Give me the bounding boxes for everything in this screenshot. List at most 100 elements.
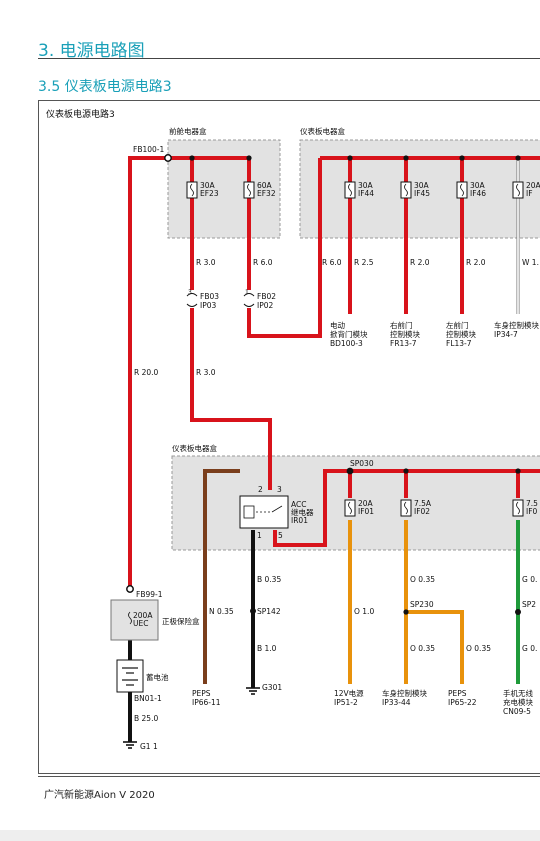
label-diagram-connectors-fb99: FB99-1: [136, 590, 163, 599]
label-diagram-pins-p1a: 1: [245, 289, 249, 296]
label-diagram-loads-4-l1: PEPS: [192, 689, 211, 698]
label-diagram-loads-0-l2: 掀背门模块: [330, 329, 368, 339]
label-diagram-fuses-1-amp: 60A: [257, 181, 273, 190]
bottom-bar: [0, 830, 540, 841]
label-diagram-loads-0-l1: 电动: [330, 320, 345, 330]
label-diagram-wires-r30b: R 3.0: [196, 368, 216, 377]
label-diagram-pins-p5: 5: [278, 531, 283, 540]
label-diagram-wires-r60b: R 6.0: [322, 258, 342, 267]
label-diagram-loads-2-l2: 控制模块: [446, 329, 476, 339]
label-diagram-wires-o035c: O 0.35: [466, 644, 491, 653]
label-diagram-loads-5-l1: 12V电源: [334, 688, 364, 698]
label-diagram-wires-o035a: O 0.35: [410, 575, 435, 584]
label-diagram-wires-r30a: R 3.0: [196, 258, 216, 267]
label-diagram-wires-w15: W 1.: [522, 258, 539, 267]
label-diagram-connectors-ip02: IP02: [257, 301, 274, 310]
label-diagram-fuses-4-id: IF46: [470, 189, 486, 198]
label-diagram-loads-4-l2: IP66-11: [192, 698, 221, 707]
label-diagram-loads-7-l1: PEPS: [448, 689, 467, 698]
header-rule: [38, 58, 540, 59]
label-diagram-fuses-1-id: EF32: [257, 189, 276, 198]
label-diagram-relay-l2: 继电器: [291, 507, 314, 517]
label-diagram-connectors-sp230: SP230: [410, 600, 434, 609]
diagram-frame: [38, 100, 540, 774]
label-diagram-uec-label: 正极保险盒: [162, 616, 200, 626]
label-diagram-wires-r60a: R 6.0: [253, 258, 273, 267]
label-diagram-wires-g0a: G 0.: [522, 575, 537, 584]
label-diagram-connectors-sp030: SP030: [350, 459, 374, 468]
front-box-label: 前舱电器盒: [169, 126, 207, 136]
label-diagram-pins-p2: 2: [258, 485, 263, 494]
brown-wire: [203, 469, 240, 684]
label-diagram-loads-6-l1: 车身控制模块: [382, 688, 427, 698]
label-diagram-relay-l3: IR01: [291, 516, 308, 525]
label-diagram-fuses-0-amp: 30A: [200, 181, 216, 190]
label-diagram-connectors-fb100: FB100-1: [133, 145, 164, 154]
label-diagram-loads-1-l1: 右前门: [390, 320, 413, 330]
uec-box: [110, 599, 159, 641]
section-title: 3. 电源电路图: [38, 41, 145, 61]
label-diagram-wires-o035b: O 0.35: [410, 644, 435, 653]
label-diagram-wires-r20a: R 2.0: [410, 258, 430, 267]
diagram-title: 仪表板电源电路3: [46, 108, 115, 120]
label-diagram-uec-name: UEC: [133, 619, 148, 628]
label-diagram-fuses-4-amp: 30A: [470, 181, 486, 190]
label-diagram-relay-l1: ACC: [291, 500, 306, 509]
label-diagram-loads-5-l2: IP51-2: [334, 698, 358, 707]
label-diagram-loads-0-l3: BD100-3: [330, 339, 363, 348]
label-diagram-fuses-5-id: IF: [526, 189, 533, 198]
label-diagram-connectors-ip03: IP03: [200, 301, 217, 310]
splice-sp2x: [515, 609, 521, 615]
label-diagram-fuses-5-amp: 20A: [526, 181, 540, 190]
label-diagram-fuses-7-amp: 7.5A: [414, 499, 432, 508]
label-diagram-connectors-g301: G301: [262, 683, 282, 692]
label-diagram-wires-r20: R 20.0: [134, 368, 159, 377]
orange-wires: [348, 520, 464, 684]
footer-text: 广汽新能源Aion V 2020: [44, 790, 155, 801]
label-diagram-wires-b10: B 1.0: [257, 644, 277, 653]
label-diagram-uec-amp: 200A: [133, 611, 153, 620]
label-diagram-loads-1-l2: 控制模块: [390, 329, 420, 339]
label-diagram-battery: 蓄电池: [146, 672, 169, 682]
label-diagram-loads-3-l1: 车身控制模块: [494, 320, 539, 330]
label-diagram-loads-8-l2: 充电模块: [503, 697, 533, 707]
label-diagram-connectors-g1: G1 1: [140, 742, 158, 751]
label-diagram-connectors-sp142: SP142: [257, 607, 281, 616]
label-diagram-fuses-3-id: IF45: [414, 189, 430, 198]
connector-fb99: [126, 585, 134, 593]
label-diagram-fuses-6-amp: 20A: [358, 499, 374, 508]
battery-icon: [116, 659, 144, 693]
label-diagram-fuses-0-id: EF23: [200, 189, 219, 198]
label-diagram-fuses-8-id: IF0: [526, 507, 538, 516]
label-diagram-wires-r25: R 2.5: [354, 258, 374, 267]
label-diagram-pins-p3a: 3: [188, 289, 192, 296]
ip-top-box-label: 仪表板电器盒: [300, 126, 345, 136]
subsection-title: 3.5 仪表板电源电路3: [38, 79, 172, 95]
footer-rule: [38, 776, 540, 777]
label-diagram-loads-8-l3: CN09-5: [503, 707, 531, 716]
connector-fb100: [164, 154, 172, 162]
label-diagram-wires-r20b: R 2.0: [466, 258, 486, 267]
label-diagram-wires-n035: N 0.35: [209, 607, 234, 616]
label-diagram-loads-7-l2: IP65-22: [448, 698, 477, 707]
label-diagram-connectors-bn01: BN01-1: [134, 694, 162, 703]
label-diagram-fuses-2-id: IF44: [358, 189, 374, 198]
label-diagram-pins-p3b: 3: [277, 485, 282, 494]
label-diagram-loads-2-l3: FL13-7: [446, 339, 472, 348]
label-diagram-fuses-8-amp: 7.5: [526, 499, 538, 508]
ground-icons: [123, 687, 260, 749]
label-diagram-loads-8-l1: 手机无线: [503, 688, 533, 698]
label-diagram-fuses-2-amp: 30A: [358, 181, 374, 190]
label-diagram-loads-6-l2: IP33-44: [382, 698, 411, 707]
label-diagram-wires-o10: O 1.0: [354, 607, 374, 616]
label-diagram-connectors-fb02: FB02: [257, 292, 276, 301]
label-diagram-fuses-6-id: IF01: [358, 507, 374, 516]
label-diagram-wires-b035: B 0.35: [257, 575, 281, 584]
label-diagram-connectors-fb03: FB03: [200, 292, 219, 301]
label-diagram-wires-b250: B 25.0: [134, 714, 158, 723]
label-diagram-loads-2-l1: 左前门: [446, 320, 469, 330]
splice-sp142: [250, 608, 256, 614]
label-diagram-pins-p1b: 1: [257, 531, 262, 540]
label-diagram-connectors-sp2x: SP2: [522, 600, 536, 609]
